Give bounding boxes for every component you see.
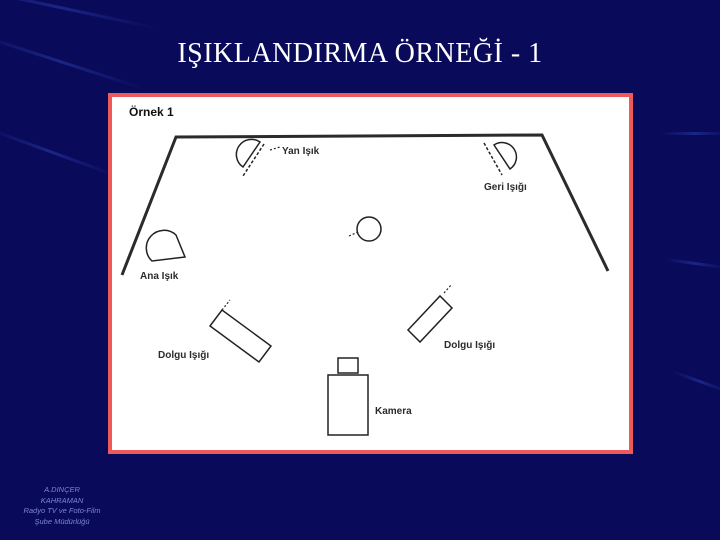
side-light-label: Yan Işık (282, 146, 320, 157)
background-streak (671, 369, 720, 394)
camera-label: Kamera (375, 406, 412, 417)
background-streak (660, 132, 720, 135)
credit-line: A.DINÇER (44, 485, 80, 494)
fill-light-left-label: Dolgu Işığı (158, 350, 209, 361)
fill-light-right-label: Dolgu Işığı (444, 340, 495, 351)
credit-line: Şube Müdürlüğü (34, 516, 90, 526)
back-light-label: Geri Işığı (484, 182, 527, 193)
camera-icon (327, 357, 369, 436)
side-light-icon (235, 138, 281, 177)
back-light-icon (483, 141, 518, 176)
fill-light-left-icon (208, 299, 273, 364)
key-light-label: Ana Işık (140, 271, 179, 282)
lighting-diagram-frame: Yan Işık Geri Işığı Ana Işık Dolgu Işığı (108, 93, 633, 454)
background-streak (0, 0, 159, 30)
fill-light-right-icon (406, 283, 454, 344)
background-streak (0, 126, 117, 177)
credit-line: Radyo TV ve Foto-Film (23, 506, 101, 515)
set-walls (120, 133, 610, 276)
diagram-title: Örnek 1 (129, 104, 174, 119)
author-credit: A.DINÇER KAHRAMAN Radyo TV ve Foto-Film … (8, 485, 116, 527)
subject-icon (348, 216, 382, 242)
background-streak (665, 257, 720, 270)
slide-title: IŞIKLANDIRMA ÖRNEĞİ - 1 (177, 38, 543, 69)
key-light-icon (145, 229, 187, 262)
lighting-diagram: Yan Işık Geri Işığı Ana Işık Dolgu Işığı (120, 104, 610, 436)
credit-line: KAHRAMAN (40, 495, 84, 505)
